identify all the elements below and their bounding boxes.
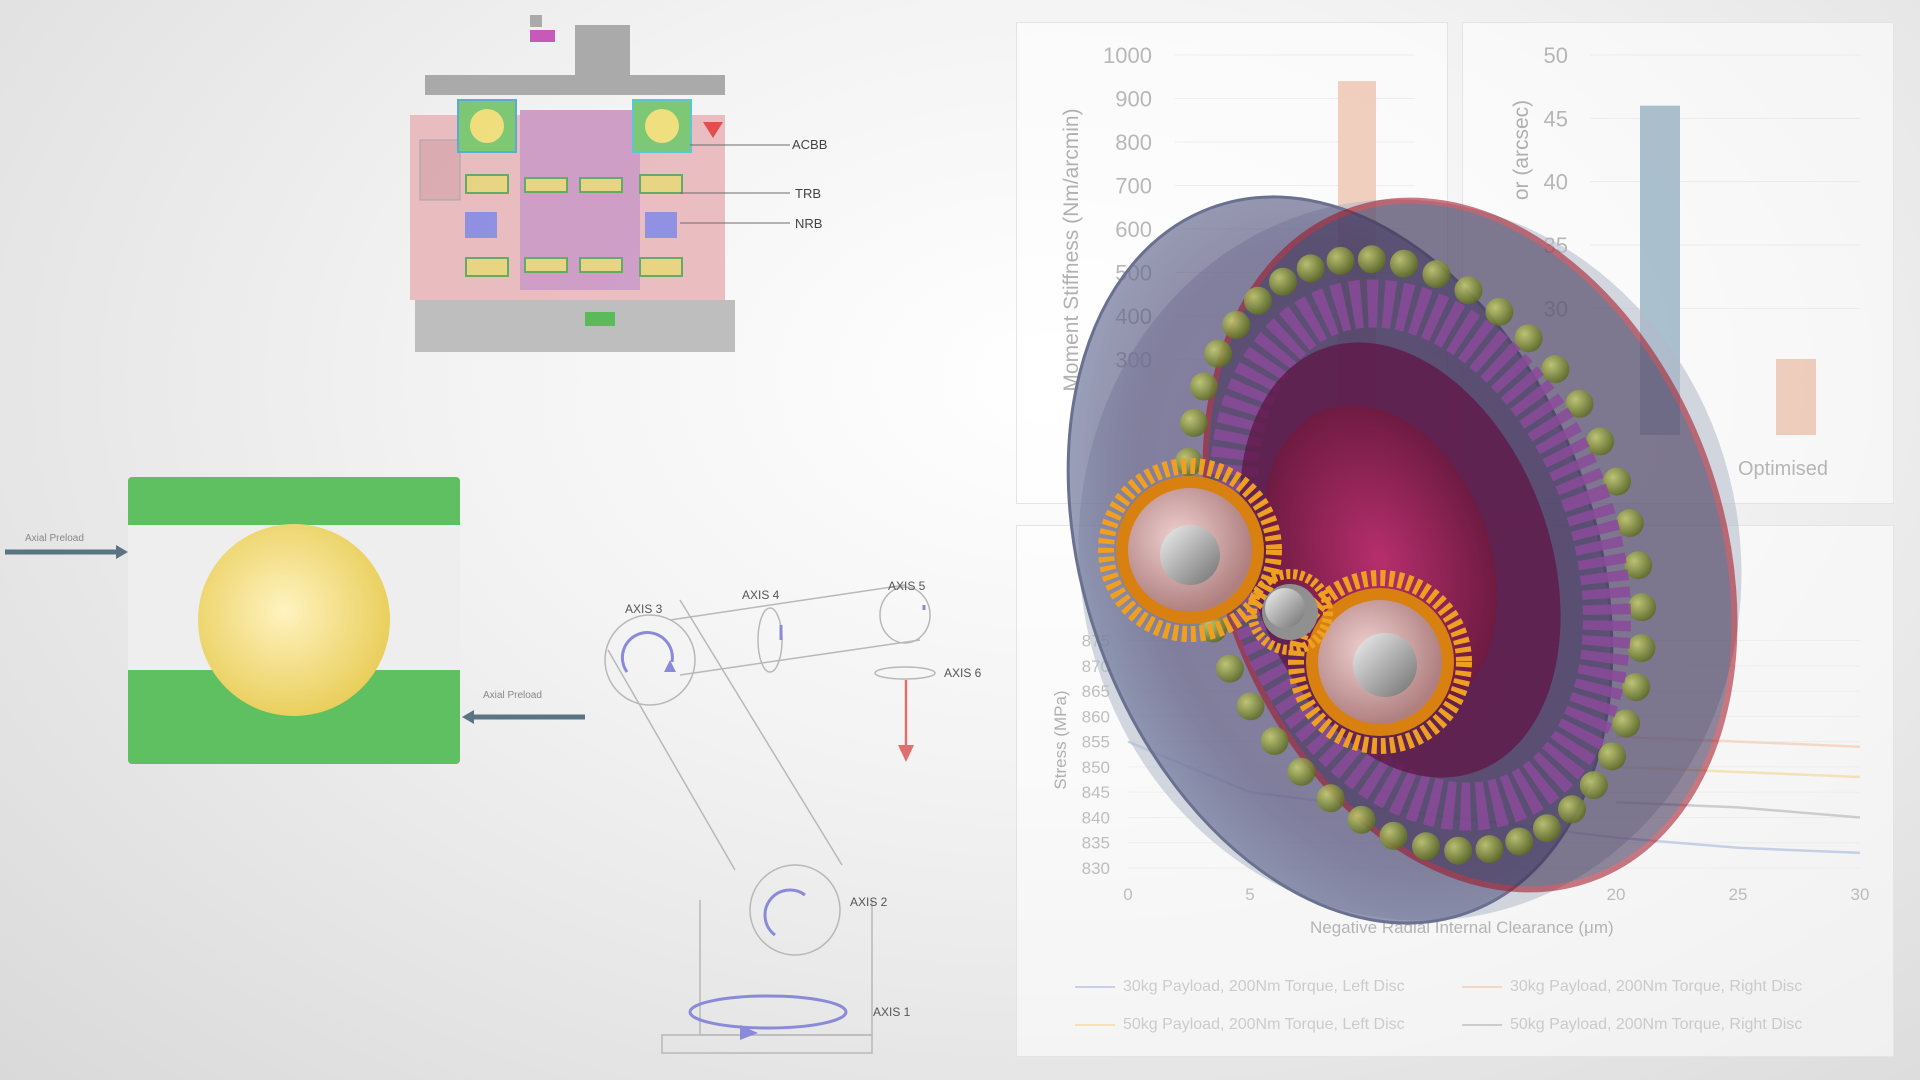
bearing-ball bbox=[1180, 408, 1209, 437]
bearing-ball bbox=[1296, 254, 1325, 283]
bearing-ball bbox=[1541, 355, 1570, 384]
bearing-ball bbox=[1558, 795, 1587, 824]
robot-axis-2-label: AXIS 2 bbox=[850, 895, 888, 909]
bearing-ball bbox=[1189, 372, 1218, 401]
legend-item-2: 30kg Payload, 200Nm Torque, Right Disc bbox=[1462, 978, 1802, 996]
robot-axis-6-label: AXIS 6 bbox=[944, 666, 982, 680]
bearing-label-trb: TRB bbox=[795, 186, 821, 201]
bearing-ball bbox=[1357, 245, 1386, 274]
bearing-ball bbox=[1204, 339, 1233, 368]
error-category-label: Optimised bbox=[1738, 458, 1829, 480]
bearing-ball bbox=[1390, 249, 1419, 278]
tick-label: 855 bbox=[1082, 733, 1110, 752]
bearing-ball bbox=[1627, 634, 1656, 663]
tick-label: 600 bbox=[1115, 217, 1152, 242]
tick-label: 20 bbox=[1607, 885, 1626, 904]
robot-axis-4-label: AXIS 4 bbox=[742, 588, 780, 602]
bearing-ball bbox=[1422, 260, 1451, 289]
ball-bearing-ring bbox=[1173, 245, 1657, 865]
bearing-ball bbox=[1411, 832, 1440, 861]
bearing-ball bbox=[1236, 692, 1265, 721]
legend-swatch bbox=[1462, 986, 1502, 988]
robot-axis-3-label: AXIS 3 bbox=[625, 602, 663, 616]
tick-label: 830 bbox=[1082, 859, 1110, 878]
preload-label-right: Axial Preload bbox=[483, 690, 542, 701]
bearing-ball bbox=[1612, 709, 1641, 738]
bearing-label-acbb: ACBB bbox=[792, 137, 828, 152]
tick-label: 45 bbox=[1544, 106, 1568, 131]
bearing-ball bbox=[1485, 297, 1514, 326]
legend-label: 50kg Payload, 200Nm Torque, Left Disc bbox=[1123, 1016, 1405, 1033]
tick-label: 900 bbox=[1115, 87, 1152, 112]
legend-swatch bbox=[1075, 1024, 1115, 1026]
bearing-ball bbox=[1597, 742, 1626, 771]
tick-label: 840 bbox=[1082, 808, 1110, 827]
bearing-ball bbox=[1174, 447, 1203, 476]
tick-label: 1000 bbox=[1103, 43, 1152, 68]
bearing-ball bbox=[1215, 654, 1244, 683]
tick-label: 50 bbox=[1544, 43, 1568, 68]
legend-label: 50kg Payload, 200Nm Torque, Right Disc bbox=[1510, 1016, 1803, 1033]
tick-label: 30 bbox=[1851, 885, 1870, 904]
legend-item-4: 50kg Payload, 200Nm Torque, Right Disc bbox=[1462, 1016, 1802, 1034]
tick-label: 835 bbox=[1082, 834, 1110, 853]
bearing-ball bbox=[1316, 784, 1345, 813]
tick-label: 0 bbox=[1123, 885, 1132, 904]
bearing-ball bbox=[1260, 726, 1289, 755]
legend-label: 30kg Payload, 200Nm Torque, Right Disc bbox=[1510, 978, 1803, 995]
preload-label-left: Axial Preload bbox=[25, 533, 84, 544]
bearing-ball bbox=[1615, 509, 1644, 538]
tick-label: 865 bbox=[1082, 682, 1110, 701]
bearing-ball bbox=[1621, 673, 1650, 702]
bearing-ball bbox=[1347, 805, 1376, 834]
bearing-ball bbox=[1505, 827, 1534, 856]
legend-item-3: 50kg Payload, 200Nm Torque, Left Disc bbox=[1075, 1016, 1405, 1034]
bearing-ball bbox=[1444, 836, 1473, 865]
gearbox-assembly bbox=[1066, 195, 1742, 925]
legend-label: 30kg Payload, 200Nm Torque, Left Disc bbox=[1123, 978, 1405, 995]
bearing-ball bbox=[1326, 246, 1355, 275]
bearing-ball bbox=[1586, 427, 1615, 456]
legend-swatch bbox=[1462, 1024, 1502, 1026]
bearing-ball bbox=[1268, 267, 1297, 296]
bearing-ball bbox=[1287, 757, 1316, 786]
bearing-label-nrb: NRB bbox=[795, 216, 823, 231]
legend-item-1: 30kg Payload, 200Nm Torque, Left Disc bbox=[1075, 978, 1405, 996]
bearing-ball bbox=[1628, 593, 1657, 622]
bearing-ball bbox=[1379, 821, 1408, 850]
bearing-ball bbox=[1533, 814, 1562, 843]
bearing-ball bbox=[1514, 324, 1543, 353]
tick-label: 800 bbox=[1115, 130, 1152, 155]
bearing-ball bbox=[1454, 276, 1483, 305]
bearing-ball bbox=[1579, 771, 1608, 800]
legend-swatch bbox=[1075, 986, 1115, 988]
bearing-ball bbox=[1565, 389, 1594, 418]
tick-label: 700 bbox=[1115, 174, 1152, 199]
robot-axis-5-label: AXIS 5 bbox=[888, 579, 926, 593]
bearing-ball bbox=[1243, 286, 1272, 315]
tick-label: 845 bbox=[1082, 783, 1110, 802]
tick-label: 850 bbox=[1082, 758, 1110, 777]
tick-label: 40 bbox=[1544, 170, 1568, 195]
tick-label: 5 bbox=[1245, 885, 1254, 904]
bearing-ball bbox=[1222, 310, 1251, 339]
bearing-ball bbox=[1475, 835, 1504, 864]
tick-label: 25 bbox=[1729, 885, 1748, 904]
robot-axis-1-label: AXIS 1 bbox=[873, 1005, 911, 1019]
bearing-ball bbox=[1603, 467, 1632, 496]
bar bbox=[1776, 359, 1816, 435]
tick-label: 860 bbox=[1082, 707, 1110, 726]
bearing-ball bbox=[1624, 551, 1653, 580]
